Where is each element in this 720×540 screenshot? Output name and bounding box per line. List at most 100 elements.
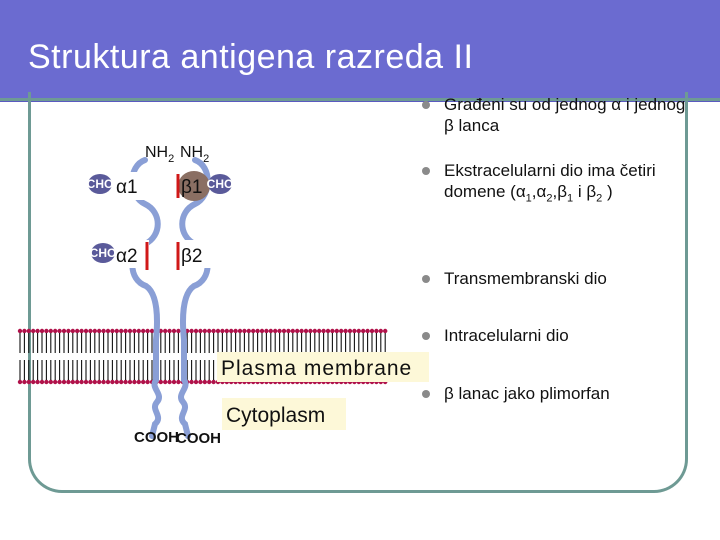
beta2-domain	[178, 240, 212, 268]
lipid-head	[149, 328, 155, 334]
lipid-head	[378, 328, 383, 334]
lipid-head	[237, 328, 243, 334]
lipid-head	[79, 379, 84, 385]
lipid-head	[114, 328, 120, 334]
bullet-item: Građeni su od jednog α i jednog β lanca	[418, 94, 688, 160]
lipid-head	[290, 328, 295, 334]
lipid-head	[189, 328, 194, 334]
lipid-head	[48, 379, 53, 385]
lipid-head	[158, 379, 163, 385]
lipid-head	[255, 328, 260, 334]
lipid-head	[339, 328, 344, 334]
lipid-head	[202, 379, 207, 385]
lipid-head	[17, 328, 23, 334]
lipid-head	[330, 328, 335, 334]
lipid-head	[39, 328, 45, 334]
plasma-membrane-label-box	[217, 352, 429, 382]
lipid-head	[105, 379, 111, 385]
lipid-head	[110, 379, 115, 385]
lipid-head	[97, 328, 102, 334]
lipid-head	[251, 328, 256, 334]
lipid-head	[31, 328, 36, 334]
lipid-head	[141, 379, 146, 385]
lipid-head	[317, 328, 322, 334]
lipid-head	[193, 328, 199, 334]
lipid-head	[141, 328, 146, 334]
lipid-head	[79, 328, 84, 334]
lipid-head	[308, 328, 313, 334]
lipid-head	[334, 328, 339, 334]
cooh-alpha-label: COOH	[134, 429, 179, 446]
lipid-head	[123, 379, 128, 385]
lipid-head	[198, 328, 203, 334]
lipid-head	[48, 328, 53, 334]
lipid-head	[207, 379, 212, 385]
lipid-head	[163, 379, 168, 385]
alpha2-domain	[113, 240, 149, 268]
lipid-head	[347, 328, 353, 334]
lipid-head	[325, 328, 331, 334]
lipid-head	[145, 379, 150, 385]
lipid-head	[171, 328, 177, 334]
lipid-head	[233, 328, 238, 334]
lipid-head	[295, 328, 300, 334]
lipid-head	[215, 328, 221, 334]
lipid-head	[26, 379, 31, 385]
cytoplasm-label: Cytoplasm	[226, 404, 325, 427]
lipid-head	[53, 328, 58, 334]
lipid-head	[264, 328, 269, 334]
plasma-membrane-label: Plasma membrane	[221, 357, 412, 380]
lipid-head	[92, 379, 98, 385]
lipid-head	[26, 328, 31, 334]
lipid-head	[75, 379, 80, 385]
lipid-head	[242, 328, 247, 334]
lipid-head	[136, 379, 141, 385]
title-bar: Struktura antigena razreda II	[0, 0, 720, 102]
lipid-head	[171, 379, 177, 385]
bullet-item: Ekstracelularni dio ima četiri domene (α…	[418, 160, 688, 268]
nh2-alpha-label: NH2	[145, 144, 174, 165]
lipid-head	[97, 379, 102, 385]
lipid-head	[273, 328, 278, 334]
svg-text:CHO: CHO	[207, 177, 234, 191]
lipid-head	[224, 328, 229, 334]
lipid-head	[83, 328, 89, 334]
lipid-head	[189, 379, 194, 385]
carbohydrate-group-beta1: CHO	[207, 174, 234, 194]
cytoplasm-label-box	[222, 398, 346, 430]
lipid-head	[66, 328, 71, 334]
lipid-head	[356, 328, 361, 334]
lipid-head	[101, 379, 106, 385]
lipid-head	[343, 328, 348, 334]
alpha2-label: α2	[116, 246, 138, 267]
bullet-list: Građeni su od jednog α i jednog β lanca …	[418, 94, 688, 404]
lipid-head	[176, 328, 181, 334]
lipid-head	[61, 328, 67, 334]
lipid-head	[66, 379, 71, 385]
lipid-head	[286, 328, 291, 334]
lipid-head	[101, 328, 106, 334]
lipid-head	[31, 379, 36, 385]
lipid-head	[17, 379, 23, 385]
alpha-chain	[129, 157, 162, 439]
lipid-head	[163, 328, 168, 334]
lipid-head	[193, 379, 199, 385]
svg-text:CHO: CHO	[87, 177, 114, 191]
lipid-head	[92, 328, 98, 334]
lipid-head	[88, 328, 93, 334]
svg-text:CHO: CHO	[90, 246, 117, 260]
lipid-head	[127, 328, 133, 334]
nh2-beta-label: NH2	[180, 144, 209, 165]
beta1-domain	[178, 171, 210, 201]
lipid-head	[119, 379, 124, 385]
beta1-label: β1	[181, 177, 203, 198]
lipid-head	[229, 328, 234, 334]
lipid-head	[22, 328, 27, 334]
lipid-head	[75, 328, 80, 334]
lipid-head	[167, 328, 172, 334]
lipid-head	[202, 328, 207, 334]
bullet-item: β lanac jako plimorfan	[418, 383, 688, 404]
lipid-head	[119, 328, 124, 334]
lipid-head	[145, 328, 150, 334]
